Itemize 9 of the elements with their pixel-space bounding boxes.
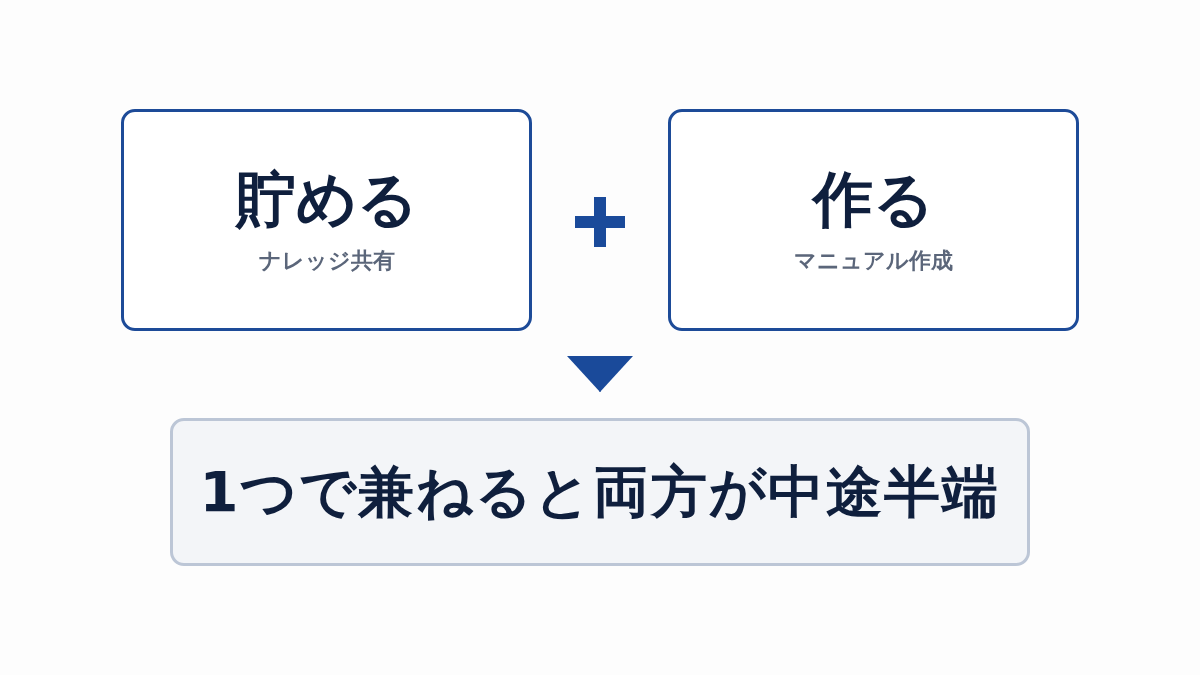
result-box — [170, 418, 1030, 566]
concept-subtitle: ナレッジ共有 — [258, 248, 395, 275]
conclusion-text: 1つで兼ねると両方が中途半端 — [199, 458, 1001, 526]
concept-title: 作る — [813, 165, 934, 235]
concept-box — [121, 109, 532, 331]
concept-box — [668, 109, 1079, 331]
concept-title: 貯める — [235, 165, 418, 235]
concept-subtitle: マニュアル作成 — [794, 248, 953, 275]
down-arrow — [567, 355, 633, 393]
